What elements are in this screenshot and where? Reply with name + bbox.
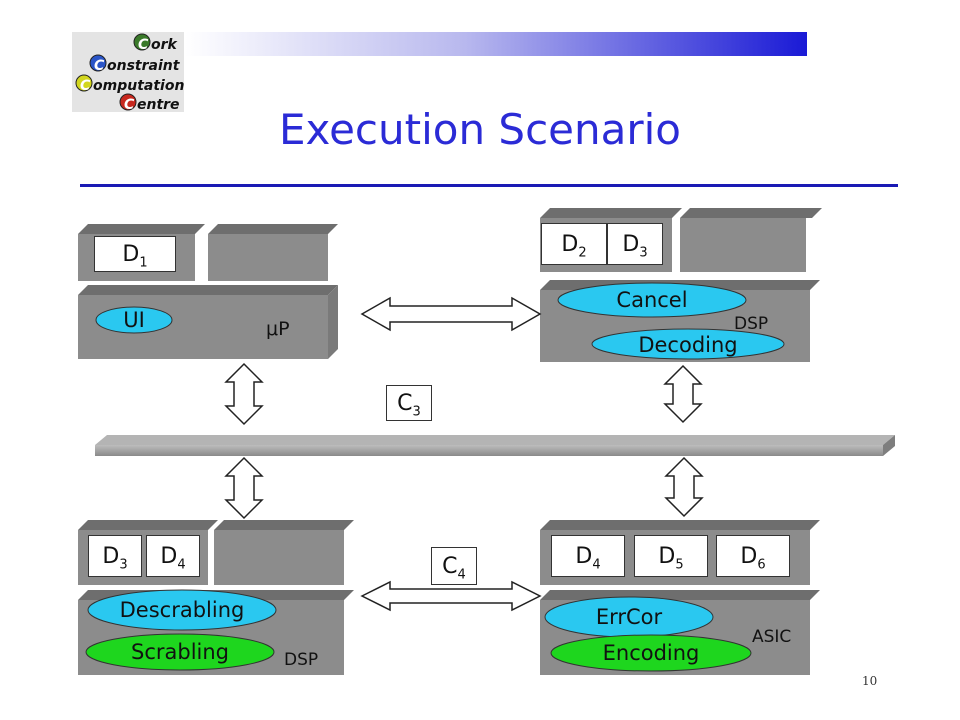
processor-label-dsp-top: DSP bbox=[734, 314, 769, 334]
d-box-asic-2: D5 bbox=[634, 535, 708, 577]
d-box-index: 3 bbox=[639, 245, 648, 261]
logo-initial-3: C bbox=[80, 78, 91, 94]
task-ui: UI bbox=[123, 308, 145, 332]
task-errcor: ErrCor bbox=[595, 605, 663, 629]
d-box-up-1: D1 bbox=[94, 236, 176, 272]
arrow-bus-to-dsp-bottom bbox=[224, 456, 264, 520]
logo-initial-4: C bbox=[124, 97, 135, 113]
processor-label-dsp-bottom: DSP bbox=[284, 650, 319, 670]
ccc-logo: C C C C ork onstraint omputation entre bbox=[60, 28, 188, 114]
logo-graphic bbox=[72, 32, 184, 112]
channel-letter: C bbox=[442, 554, 458, 579]
processor-label-up: μP bbox=[266, 318, 290, 340]
d-box-dsp-top-1: D2 bbox=[541, 223, 607, 265]
page-title: Execution Scenario bbox=[278, 105, 682, 154]
d-box-index: 1 bbox=[139, 255, 148, 271]
task-decoding: Decoding bbox=[638, 333, 738, 357]
ellipse-decoding bbox=[591, 328, 785, 360]
d-box-letter: D bbox=[561, 232, 579, 257]
task-descrabling: Descrabling bbox=[119, 598, 245, 622]
channel-c3: C3 bbox=[386, 385, 432, 421]
d-box-letter: D bbox=[122, 242, 140, 267]
processor-label-asic: ASIC bbox=[752, 627, 792, 647]
d-box-letter: D bbox=[102, 544, 120, 569]
task-cancel: Cancel bbox=[616, 288, 688, 312]
logo-word-4: entre bbox=[137, 97, 180, 113]
d-box-letter: D bbox=[575, 544, 593, 569]
channel-index: 4 bbox=[457, 567, 466, 583]
ellipse-descrabling bbox=[87, 589, 277, 631]
logo-word-3: omputation bbox=[93, 78, 185, 94]
d-box-letter: D bbox=[160, 544, 178, 569]
d-box-asic-3: D6 bbox=[716, 535, 790, 577]
channel-letter: C bbox=[397, 391, 413, 416]
page-number: 10 bbox=[862, 674, 878, 688]
d-box-asic-1: D4 bbox=[551, 535, 625, 577]
task-scrabling: Scrabling bbox=[130, 640, 230, 664]
task-encoding: Encoding bbox=[602, 641, 700, 665]
arrow-dsp-top-to-bus bbox=[663, 364, 703, 424]
title-divider bbox=[80, 184, 898, 187]
ellipse-cancel bbox=[557, 282, 747, 318]
d-box-index: 2 bbox=[578, 245, 587, 261]
arrow-up-to-bus bbox=[224, 362, 264, 426]
logo-word-2: onstraint bbox=[107, 58, 180, 74]
logo-word-1: ork bbox=[151, 37, 177, 53]
header-gradient-bar bbox=[185, 32, 807, 56]
system-bus bbox=[95, 435, 895, 456]
ellipse-ui bbox=[95, 306, 173, 334]
ellipse-encoding bbox=[550, 634, 752, 672]
d-box-index: 6 bbox=[757, 557, 766, 573]
d-box-index: 3 bbox=[119, 557, 128, 573]
arrow-up-to-dsp-top bbox=[360, 296, 542, 332]
logo-initial-1: C bbox=[138, 37, 149, 53]
arrow-bus-to-asic bbox=[664, 456, 704, 518]
d-box-dsp-bottom-1: D3 bbox=[88, 535, 142, 577]
d-box-index: 5 bbox=[675, 557, 684, 573]
d-box-index: 4 bbox=[592, 557, 601, 573]
channel-index: 3 bbox=[412, 404, 421, 420]
d-box-dsp-bottom-2: D4 bbox=[146, 535, 200, 577]
d-box-letter: D bbox=[622, 232, 640, 257]
d-box-letter: D bbox=[740, 544, 758, 569]
d-box-index: 4 bbox=[177, 557, 186, 573]
ellipse-scrabling bbox=[85, 633, 275, 671]
d-box-dsp-top-2: D3 bbox=[607, 223, 663, 265]
channel-c4: C4 bbox=[431, 547, 477, 585]
arrow-dsp-bottom-to-asic bbox=[360, 580, 542, 612]
d-box-letter: D bbox=[658, 544, 676, 569]
logo-initial-2: C bbox=[94, 58, 105, 74]
